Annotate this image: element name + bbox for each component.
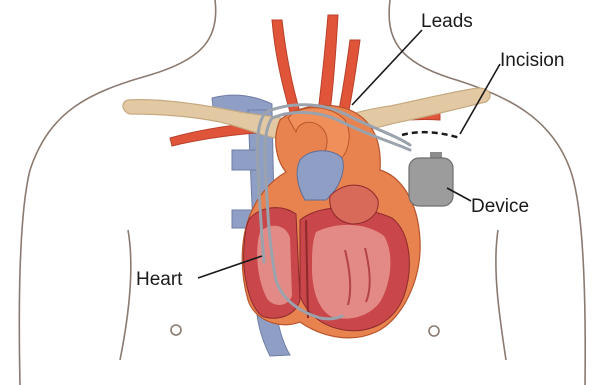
pacemaker-device xyxy=(409,152,453,206)
label-leads: Leads xyxy=(421,11,473,32)
incision-line xyxy=(402,132,460,138)
label-heart: Heart xyxy=(136,269,183,290)
label-device: Device xyxy=(471,196,529,217)
label-incision: Incision xyxy=(500,50,564,71)
